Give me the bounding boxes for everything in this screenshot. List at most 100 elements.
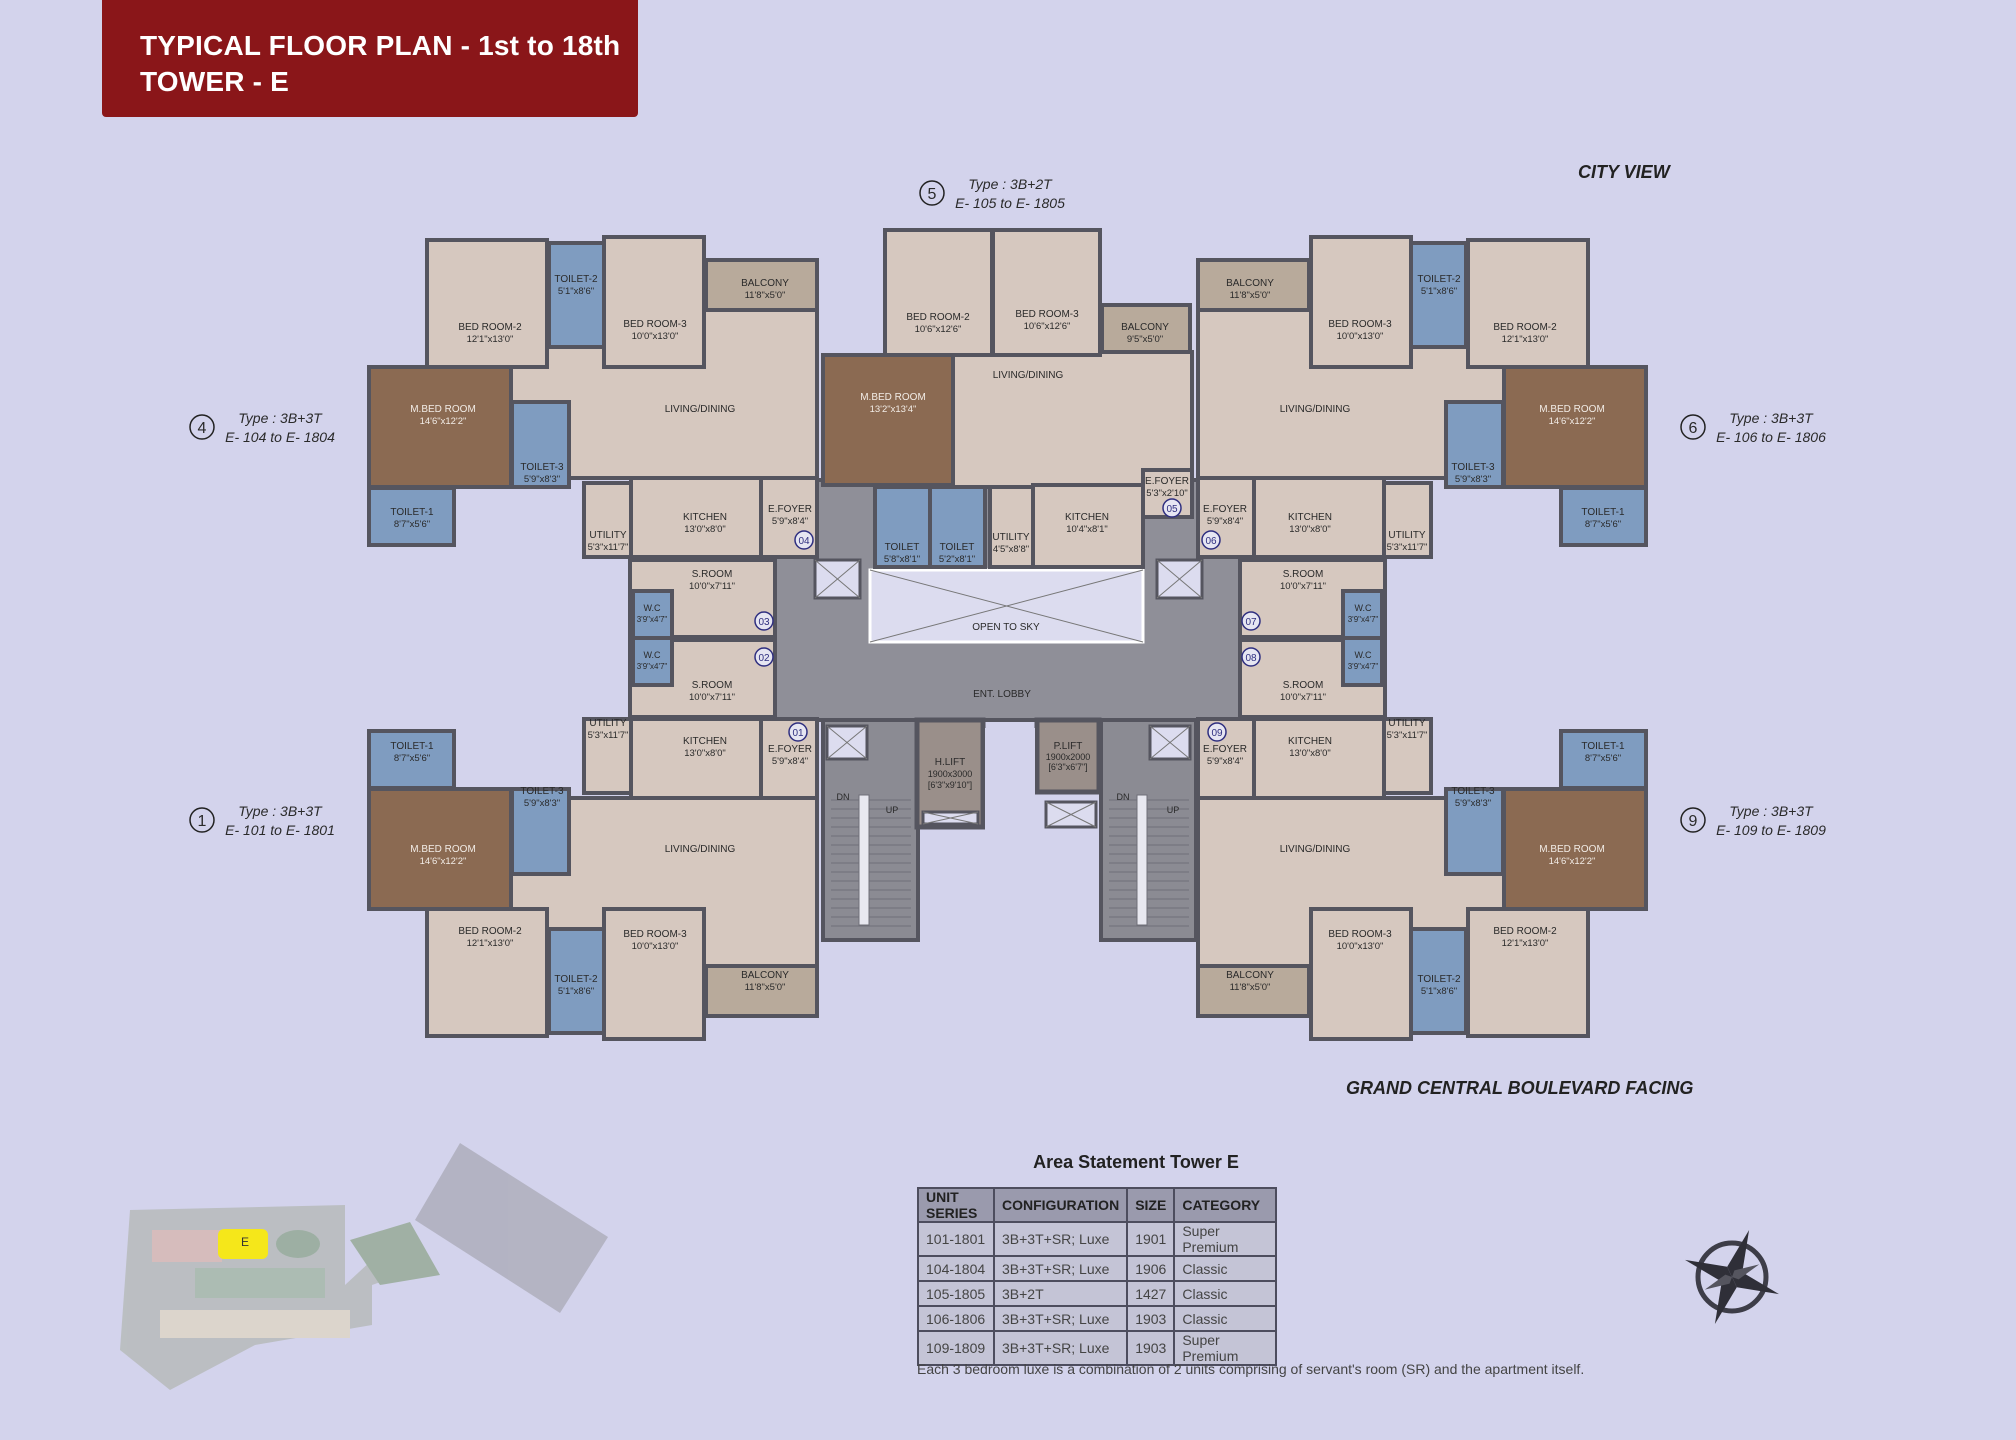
header-unit-series: UNIT SERIES: [917, 1187, 995, 1223]
room-size: 10'0"x13'0": [632, 941, 679, 952]
door-number-badge: [754, 647, 774, 667]
room-bedroom-2: [425, 238, 549, 369]
room-name: UTILITY: [1388, 718, 1426, 729]
room-name: BALCONY: [741, 970, 789, 981]
room-size: 14'6"x12'2": [420, 416, 467, 427]
room-name: W.C: [1355, 650, 1372, 660]
door-number-badge: [788, 722, 808, 742]
title-banner: TYPICAL FLOOR PLAN - 1st to 18th TOWER -…: [102, 0, 638, 117]
core-area: [773, 478, 1242, 942]
unit-4[interactable]: [367, 235, 819, 559]
area-statement-table: UNIT SERIES CONFIGURATION SIZE CATEGORY …: [917, 1187, 1278, 1366]
room-balcony: [704, 258, 819, 312]
room-name: S.ROOM: [1283, 569, 1324, 580]
room-name: BALCONY: [1226, 278, 1274, 289]
category-cell: Classic: [1173, 1280, 1278, 1307]
stair-down-label: DN: [837, 792, 850, 802]
servant-block-right[interactable]: [1238, 558, 1387, 719]
configuration-cell: 3B+3T+SR; Luxe: [992, 1255, 1129, 1282]
room-size: 11'8"x5'0": [745, 290, 786, 301]
p-lift[interactable]: [1034, 717, 1102, 795]
room-name: KITCHEN: [1288, 512, 1332, 523]
unit-number-badge: [189, 807, 215, 833]
site-map-tower-row: [160, 1310, 350, 1338]
room-name: KITCHEN: [683, 512, 727, 523]
door-number: 04: [798, 536, 810, 547]
site-map-road: [415, 1143, 608, 1313]
room-size: 11'8"x5'0": [1230, 290, 1271, 301]
h-lift-label: H.LIFT: [935, 757, 966, 768]
room-size: 13'0"x8'0": [684, 748, 726, 759]
door-number-badge: [1201, 530, 1221, 550]
room-size: 13'0"x8'0": [1289, 748, 1331, 759]
door-number-badge: [1162, 498, 1182, 518]
room-size: 14'6"x12'2": [1549, 856, 1596, 867]
unit-5[interactable]: [821, 228, 1194, 569]
unit-number-badge: [189, 414, 215, 440]
room-toilet-3: [1444, 787, 1505, 876]
title-line-1: TYPICAL FLOOR PLAN - 1st to 18th: [140, 30, 621, 61]
configuration-cell: 3B+3T+SR; Luxe: [992, 1305, 1129, 1332]
room-name: BED ROOM-2: [906, 312, 970, 323]
unit-6[interactable]: [1196, 235, 1648, 559]
entrance-lobby-label: ENT. LOBBY: [973, 689, 1031, 700]
site-map-garden: [276, 1230, 320, 1258]
room-size: 5'3"x2'10": [1146, 488, 1188, 499]
room-name: LIVING/DINING: [1280, 404, 1351, 415]
compass-icon: [1685, 1230, 1779, 1324]
room-toilet-2: [547, 927, 606, 1035]
room-name: UTILITY: [992, 532, 1030, 543]
door-number: 06: [1205, 536, 1217, 547]
room-balcony: [1196, 964, 1311, 1018]
room-name: BED ROOM-3: [623, 319, 687, 330]
room-toilet-2: [1409, 241, 1468, 349]
room-master-bedroom: [1502, 365, 1648, 489]
room-name: TOILET-2: [554, 974, 598, 985]
room-size: 10'0"x13'0": [632, 331, 679, 342]
room-size: 5'1"x8'6": [1421, 286, 1457, 297]
room-name: S.ROOM: [1283, 680, 1324, 691]
room-name: BED ROOM-3: [1015, 309, 1079, 320]
room-name: LIVING/DINING: [1280, 844, 1351, 855]
unit-9[interactable]: [1196, 717, 1648, 1041]
room-balcony: [704, 964, 819, 1018]
room-size: 5'9"x8'3": [524, 798, 560, 809]
room-bedroom-3: [991, 228, 1102, 357]
room-toilet-1: [367, 729, 456, 790]
room-name: LIVING/DINING: [665, 404, 736, 415]
room-utility: [582, 481, 633, 559]
p-lift-label: P.LIFT: [1054, 741, 1083, 752]
room-name: BED ROOM-3: [1328, 319, 1392, 330]
room-size: 12'1"x13'0": [467, 334, 514, 345]
room-balcony: [1100, 303, 1192, 354]
room-size: 10'0"x7'11": [689, 692, 735, 703]
room-name: TOILET-2: [1417, 974, 1461, 985]
h-lift[interactable]: [914, 717, 986, 830]
room-size: 8'7"x5'6": [1585, 753, 1621, 764]
room-master-bedroom: [821, 353, 955, 487]
door-number-badge: [1207, 722, 1227, 742]
room-size: 10'6"x12'6": [915, 324, 962, 335]
servant-block-left[interactable]: [628, 558, 777, 719]
room-name: UTILITY: [1388, 530, 1426, 541]
room-size: 5'8"x8'1": [884, 554, 920, 565]
stair-up-label: UP: [1167, 805, 1180, 815]
room-size: 14'6"x12'2": [420, 856, 467, 867]
room-name: KITCHEN: [1065, 512, 1109, 523]
room-size: 5'3"x11'7": [588, 730, 629, 741]
unit-1[interactable]: [367, 717, 819, 1041]
header-category: CATEGORY: [1173, 1187, 1278, 1223]
room-utility: [988, 485, 1035, 569]
door-number: 01: [792, 728, 804, 739]
luxe-footnote: Each 3 bedroom luxe is a combination of …: [917, 1361, 1585, 1377]
site-map-amenities: [195, 1268, 325, 1298]
category-cell: Super Premium: [1173, 1221, 1278, 1257]
room-toilet-1: [1559, 486, 1648, 547]
unit-series-cell: 105-1805: [917, 1280, 995, 1307]
city-view-label: CITY VIEW: [1578, 162, 1670, 182]
unit-number: 5: [928, 186, 937, 203]
room-size: 3'9"x4'7": [637, 662, 668, 671]
room-size: 12'1"x13'0": [467, 938, 514, 949]
room-name: TOILET-1: [390, 741, 434, 752]
door-number: 05: [1166, 504, 1178, 515]
